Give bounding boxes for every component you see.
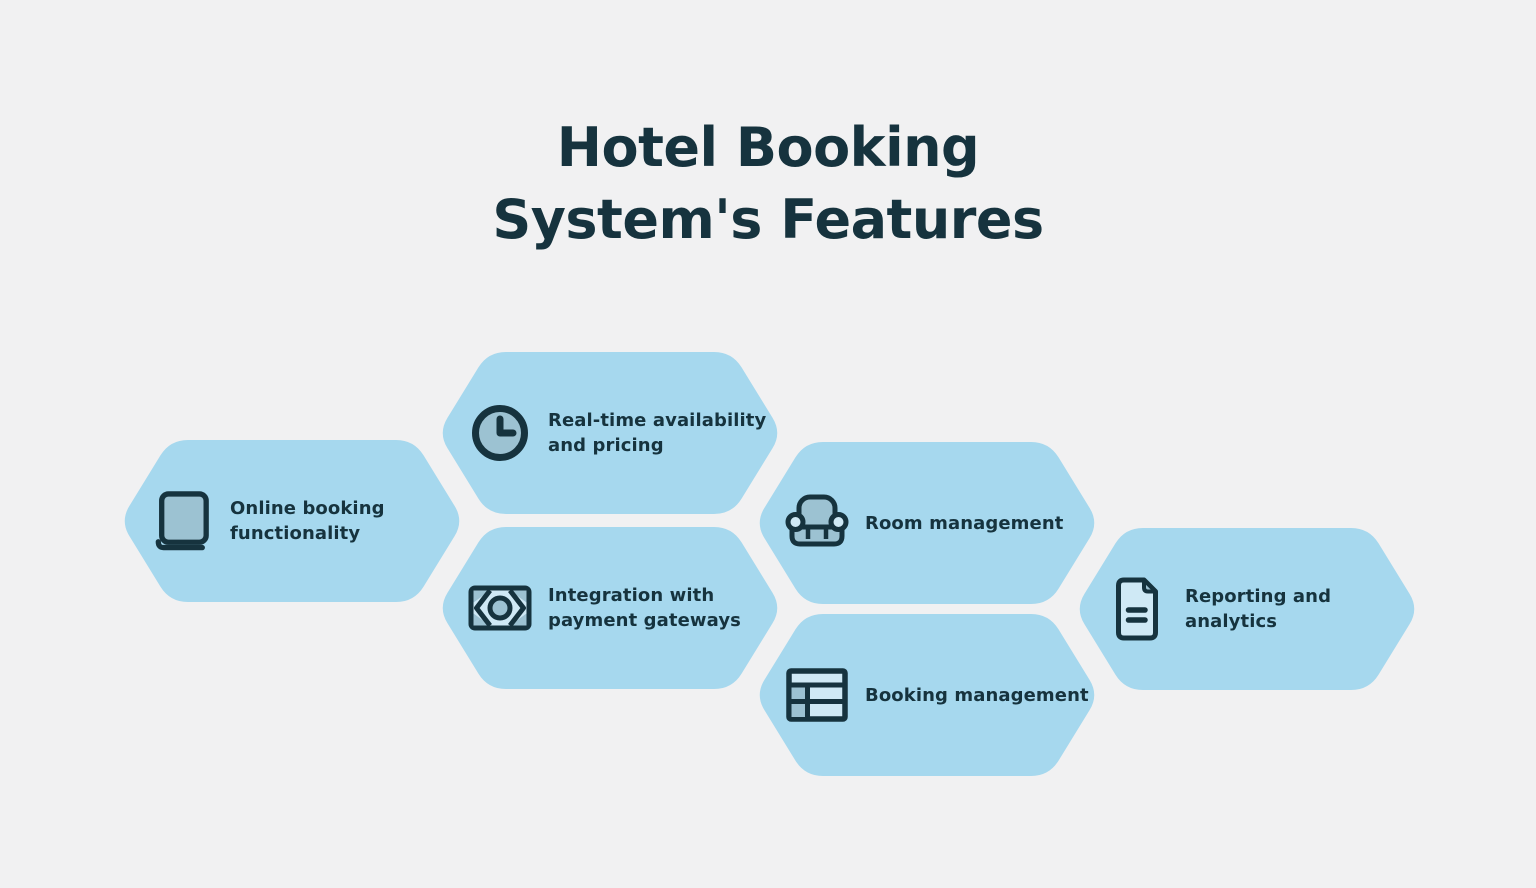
hexagon-shape [124, 440, 460, 602]
feature-hex-booking-management: Booking management [755, 614, 1099, 776]
page-title: Hotel Booking System's Features [492, 116, 1044, 251]
document-icon [1105, 577, 1169, 641]
hexagon-shape [759, 614, 1095, 776]
book-icon [150, 490, 214, 552]
hexagon-shape [759, 442, 1095, 604]
feature-label: Online booking functionality [230, 498, 385, 544]
hexagon-shape [442, 352, 778, 514]
feature-label: Room management [865, 512, 1064, 534]
feature-label: Real-time availability and pricing [548, 410, 767, 456]
feature-label: Booking management [865, 684, 1089, 706]
feature-hex-reporting-analytics: Reporting and analytics [1075, 528, 1419, 690]
feature-label: Reporting and analytics [1185, 586, 1332, 632]
feature-hex-payment-gateways: Integration with payment gateways [438, 527, 782, 689]
feature-label: Integration with payment gateways [548, 585, 741, 631]
armchair-icon [785, 494, 849, 552]
table-icon [785, 668, 849, 722]
hexagon-shape [1079, 528, 1415, 690]
feature-hex-online-booking: Online booking functionality [120, 440, 464, 602]
feature-hex-realtime-availability: Real-time availability and pricing [438, 352, 782, 514]
clock-icon [468, 404, 532, 462]
hexagon-shape [442, 527, 778, 689]
banknote-icon [468, 585, 532, 631]
feature-hex-room-management: Room management [755, 442, 1099, 604]
